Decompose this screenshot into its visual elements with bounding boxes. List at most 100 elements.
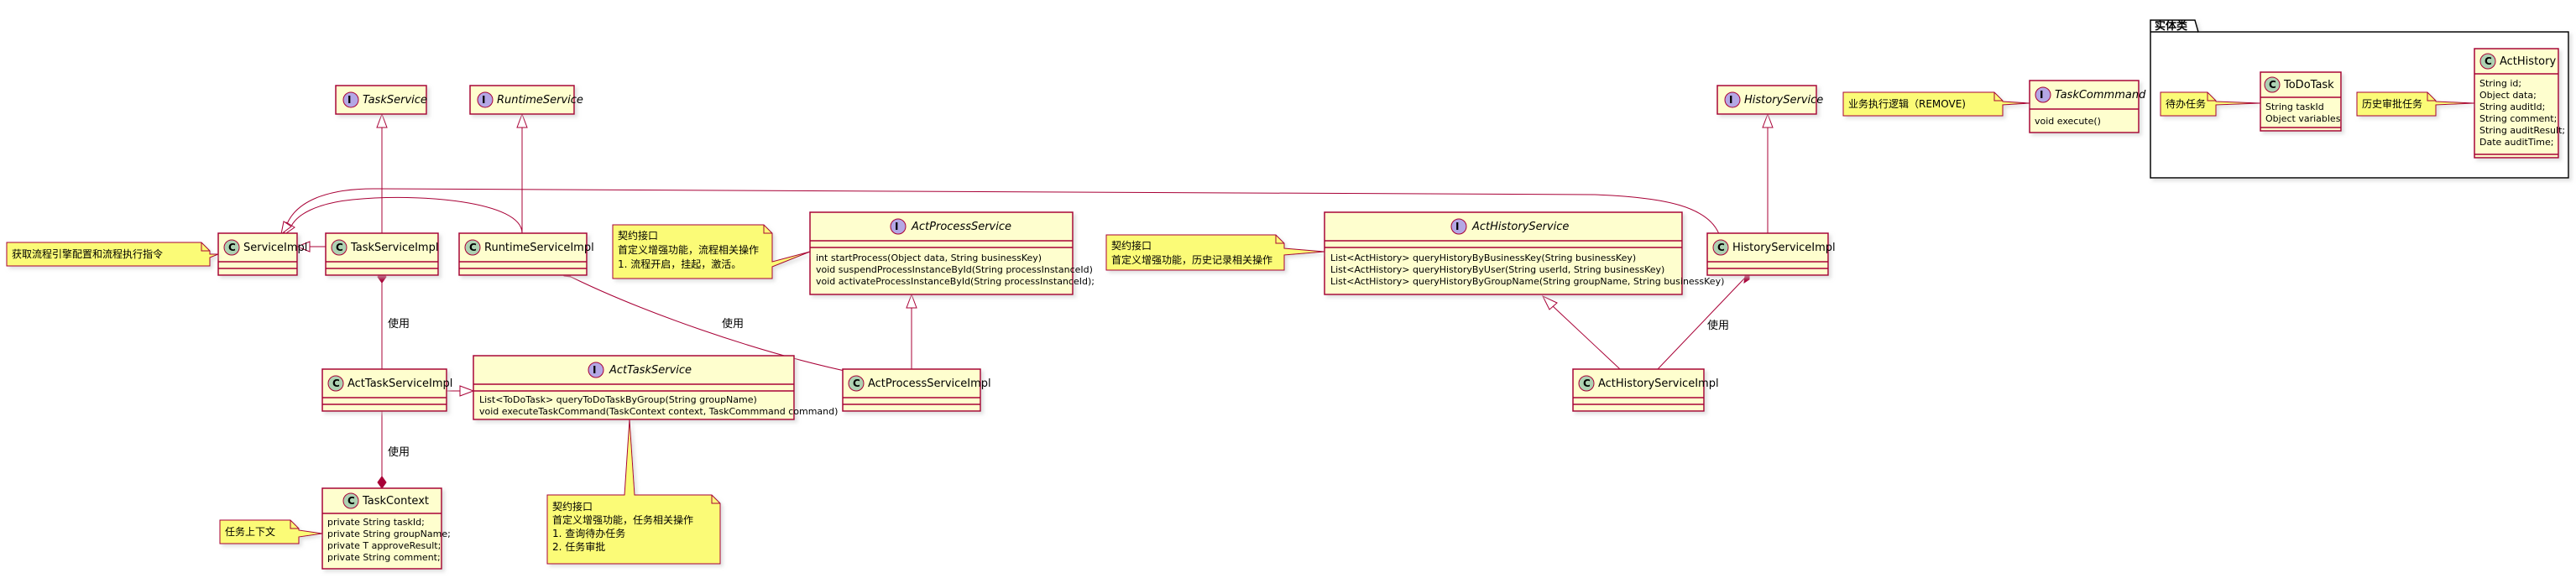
class-member: String taskId (2265, 102, 2324, 112)
interface-historyservice[interactable]: I HistoryService (1716, 85, 1823, 115)
interface-member: List<ActHistory> queryHistoryByUser(Stri… (1330, 264, 1664, 275)
interface-member: int startProcess(Object data, String bus… (816, 253, 1042, 263)
svg-text:I: I (2040, 89, 2043, 101)
svg-text:C: C (853, 378, 860, 389)
interface-badge-icon: I (1724, 91, 1741, 108)
svg-text:C: C (2269, 79, 2276, 91)
edge-label-uses: 使用 (388, 445, 410, 459)
edge-runtimeserviceimpl-actprocessserviceimpl (563, 273, 857, 374)
edge-label-uses: 使用 (388, 317, 410, 331)
interface-acthistoryservice[interactable]: I ActHistoryService List<ActHistory> que… (1324, 211, 1724, 295)
interface-badge-icon: I (477, 91, 494, 108)
class-runtimeserviceimpl[interactable]: C RuntimeServiceImpl (458, 232, 594, 276)
class-serviceimpl[interactable]: C ServiceImpl (217, 232, 307, 276)
note-text: 待办任务 (2166, 97, 2206, 110)
class-badge-icon: C (1712, 239, 1729, 256)
note-line: 契约接口 (618, 229, 658, 242)
interface-name: RuntimeService (497, 94, 583, 107)
interface-member: List<ActHistory> queryHistoryByBusinessK… (1330, 253, 1636, 263)
composition-diamond (377, 476, 387, 489)
class-member: Object variables (2265, 113, 2341, 124)
interface-badge-icon: I (1450, 218, 1467, 235)
realization-arrowhead (516, 112, 528, 128)
class-badge-icon: C (2264, 76, 2281, 93)
svg-text:C: C (228, 242, 236, 253)
note-history: 历史审批任务 (2356, 91, 2475, 117)
interface-badge-icon: I (890, 218, 907, 235)
note-acthistory: 契约接口 首定义增强功能，历史记录相关操作 (1105, 234, 1325, 271)
class-historyserviceimpl[interactable]: C HistoryServiceImpl (1706, 232, 1836, 276)
edges (280, 102, 2474, 495)
svg-text:I: I (482, 94, 485, 106)
interface-member: List<ToDoTask> queryToDoTaskByGroup(Stri… (479, 394, 757, 405)
edge-historyserviceimpl-acthistoryserviceimpl (1657, 276, 1747, 370)
interface-name: ActProcessService (911, 221, 1011, 233)
class-badge-icon: C (464, 239, 481, 256)
note-taskcommand: 业务执行逻辑（REMOVE) (1842, 91, 2030, 117)
interface-name: ActTaskService (609, 364, 692, 377)
class-name: RuntimeServiceImpl (484, 242, 594, 254)
realization-arrowhead (459, 385, 475, 397)
svg-text:I: I (895, 221, 898, 232)
class-badge-icon: C (848, 375, 865, 392)
note-todo: 待办任务 (2160, 91, 2261, 117)
package-title: 实体类 (2155, 19, 2188, 33)
edge-acthistoryserviceimpl-acthistoryservice (1552, 305, 1621, 370)
interface-name: HistoryService (1744, 94, 1823, 107)
note-acttask: 契约接口 首定义增强功能，任务相关操作 1. 查询待办任务 2. 任务审批 (546, 419, 721, 565)
svg-text:C: C (336, 242, 343, 253)
class-name: ToDoTask (2283, 79, 2334, 91)
note-line: 首定义增强功能，历史记录相关操作 (1111, 253, 1272, 266)
svg-text:I: I (347, 94, 351, 106)
interface-taskservice[interactable]: I TaskService (335, 85, 427, 115)
class-acttaskserviceimpl[interactable]: C ActTaskServiceImpl (321, 368, 452, 412)
class-acthistoryserviceimpl[interactable]: C ActHistoryServiceImpl (1572, 368, 1719, 412)
edge-label-uses: 使用 (722, 317, 744, 331)
interface-badge-icon: I (342, 91, 359, 108)
class-name: ServiceImpl (243, 242, 307, 254)
class-taskserviceimpl[interactable]: C TaskServiceImpl (325, 232, 439, 276)
svg-text:C: C (2485, 55, 2492, 67)
interface-actprocessservice[interactable]: I ActProcessService int startProcess(Obj… (809, 211, 1095, 295)
note-actprocess: 契约接口 首定义增强功能，流程相关操作 1. 流程开启，挂起，激活。 (612, 224, 811, 279)
class-member: private T approveResult; (327, 540, 441, 551)
class-name: HistoryServiceImpl (1732, 242, 1836, 254)
note-line: 首定义增强功能，流程相关操作 (618, 243, 759, 256)
class-name: ActHistory (2500, 55, 2556, 68)
note-line: 1. 流程开启，挂起，激活。 (618, 258, 741, 270)
interface-taskcommmand[interactable]: I TaskCommmand void execute() (2029, 80, 2146, 133)
realization-arrowhead (1541, 294, 1558, 310)
svg-text:C: C (347, 495, 355, 507)
class-member: Object data; (2479, 90, 2537, 101)
interface-runtimeservice[interactable]: I RuntimeService (469, 85, 583, 115)
class-badge-icon: C (327, 375, 344, 392)
svg-text:C: C (1583, 378, 1591, 389)
interface-member: void activateProcessInstanceById(String … (816, 276, 1095, 287)
class-taskcontext[interactable]: C TaskContext private String taskId; pri… (321, 487, 451, 570)
svg-text:I: I (593, 364, 596, 376)
class-badge-icon: C (331, 239, 347, 256)
class-member: String auditId; (2479, 102, 2545, 112)
note-text: 任务上下文 (225, 525, 275, 538)
class-todotask[interactable]: C ToDoTask String taskId Object variable… (2260, 71, 2342, 132)
realization-arrowhead (1762, 112, 1774, 128)
class-actprocessserviceimpl[interactable]: C ActProcessServiceImpl (842, 368, 991, 412)
edge-runtimeserviceimpl-serviceimpl (289, 196, 523, 234)
class-name: TaskContext (362, 495, 429, 508)
interface-name: ActHistoryService (1471, 221, 1569, 233)
interface-member: void executeTaskCommand(TaskContext cont… (479, 406, 838, 417)
note-text: 历史审批任务 (2362, 97, 2422, 110)
interface-member: void execute() (2035, 116, 2101, 127)
class-acthistory[interactable]: C ActHistory String id; Object data; Str… (2474, 48, 2565, 159)
interface-acttaskservice[interactable]: I ActTaskService List<ToDoTask> queryToD… (473, 355, 838, 420)
note-line: 契约接口 (552, 500, 593, 513)
svg-text:C: C (469, 242, 477, 253)
class-member: private String comment; (327, 552, 441, 563)
svg-text:I: I (1729, 94, 1732, 106)
class-badge-icon: C (1578, 375, 1595, 392)
interface-member: List<ActHistory> queryHistoryByGroupName… (1330, 276, 1724, 287)
note-text: 获取流程引擎配置和流程执行指令 (12, 247, 163, 260)
svg-text:I: I (1455, 221, 1459, 232)
note-line: 1. 查询待办任务 (552, 527, 625, 539)
